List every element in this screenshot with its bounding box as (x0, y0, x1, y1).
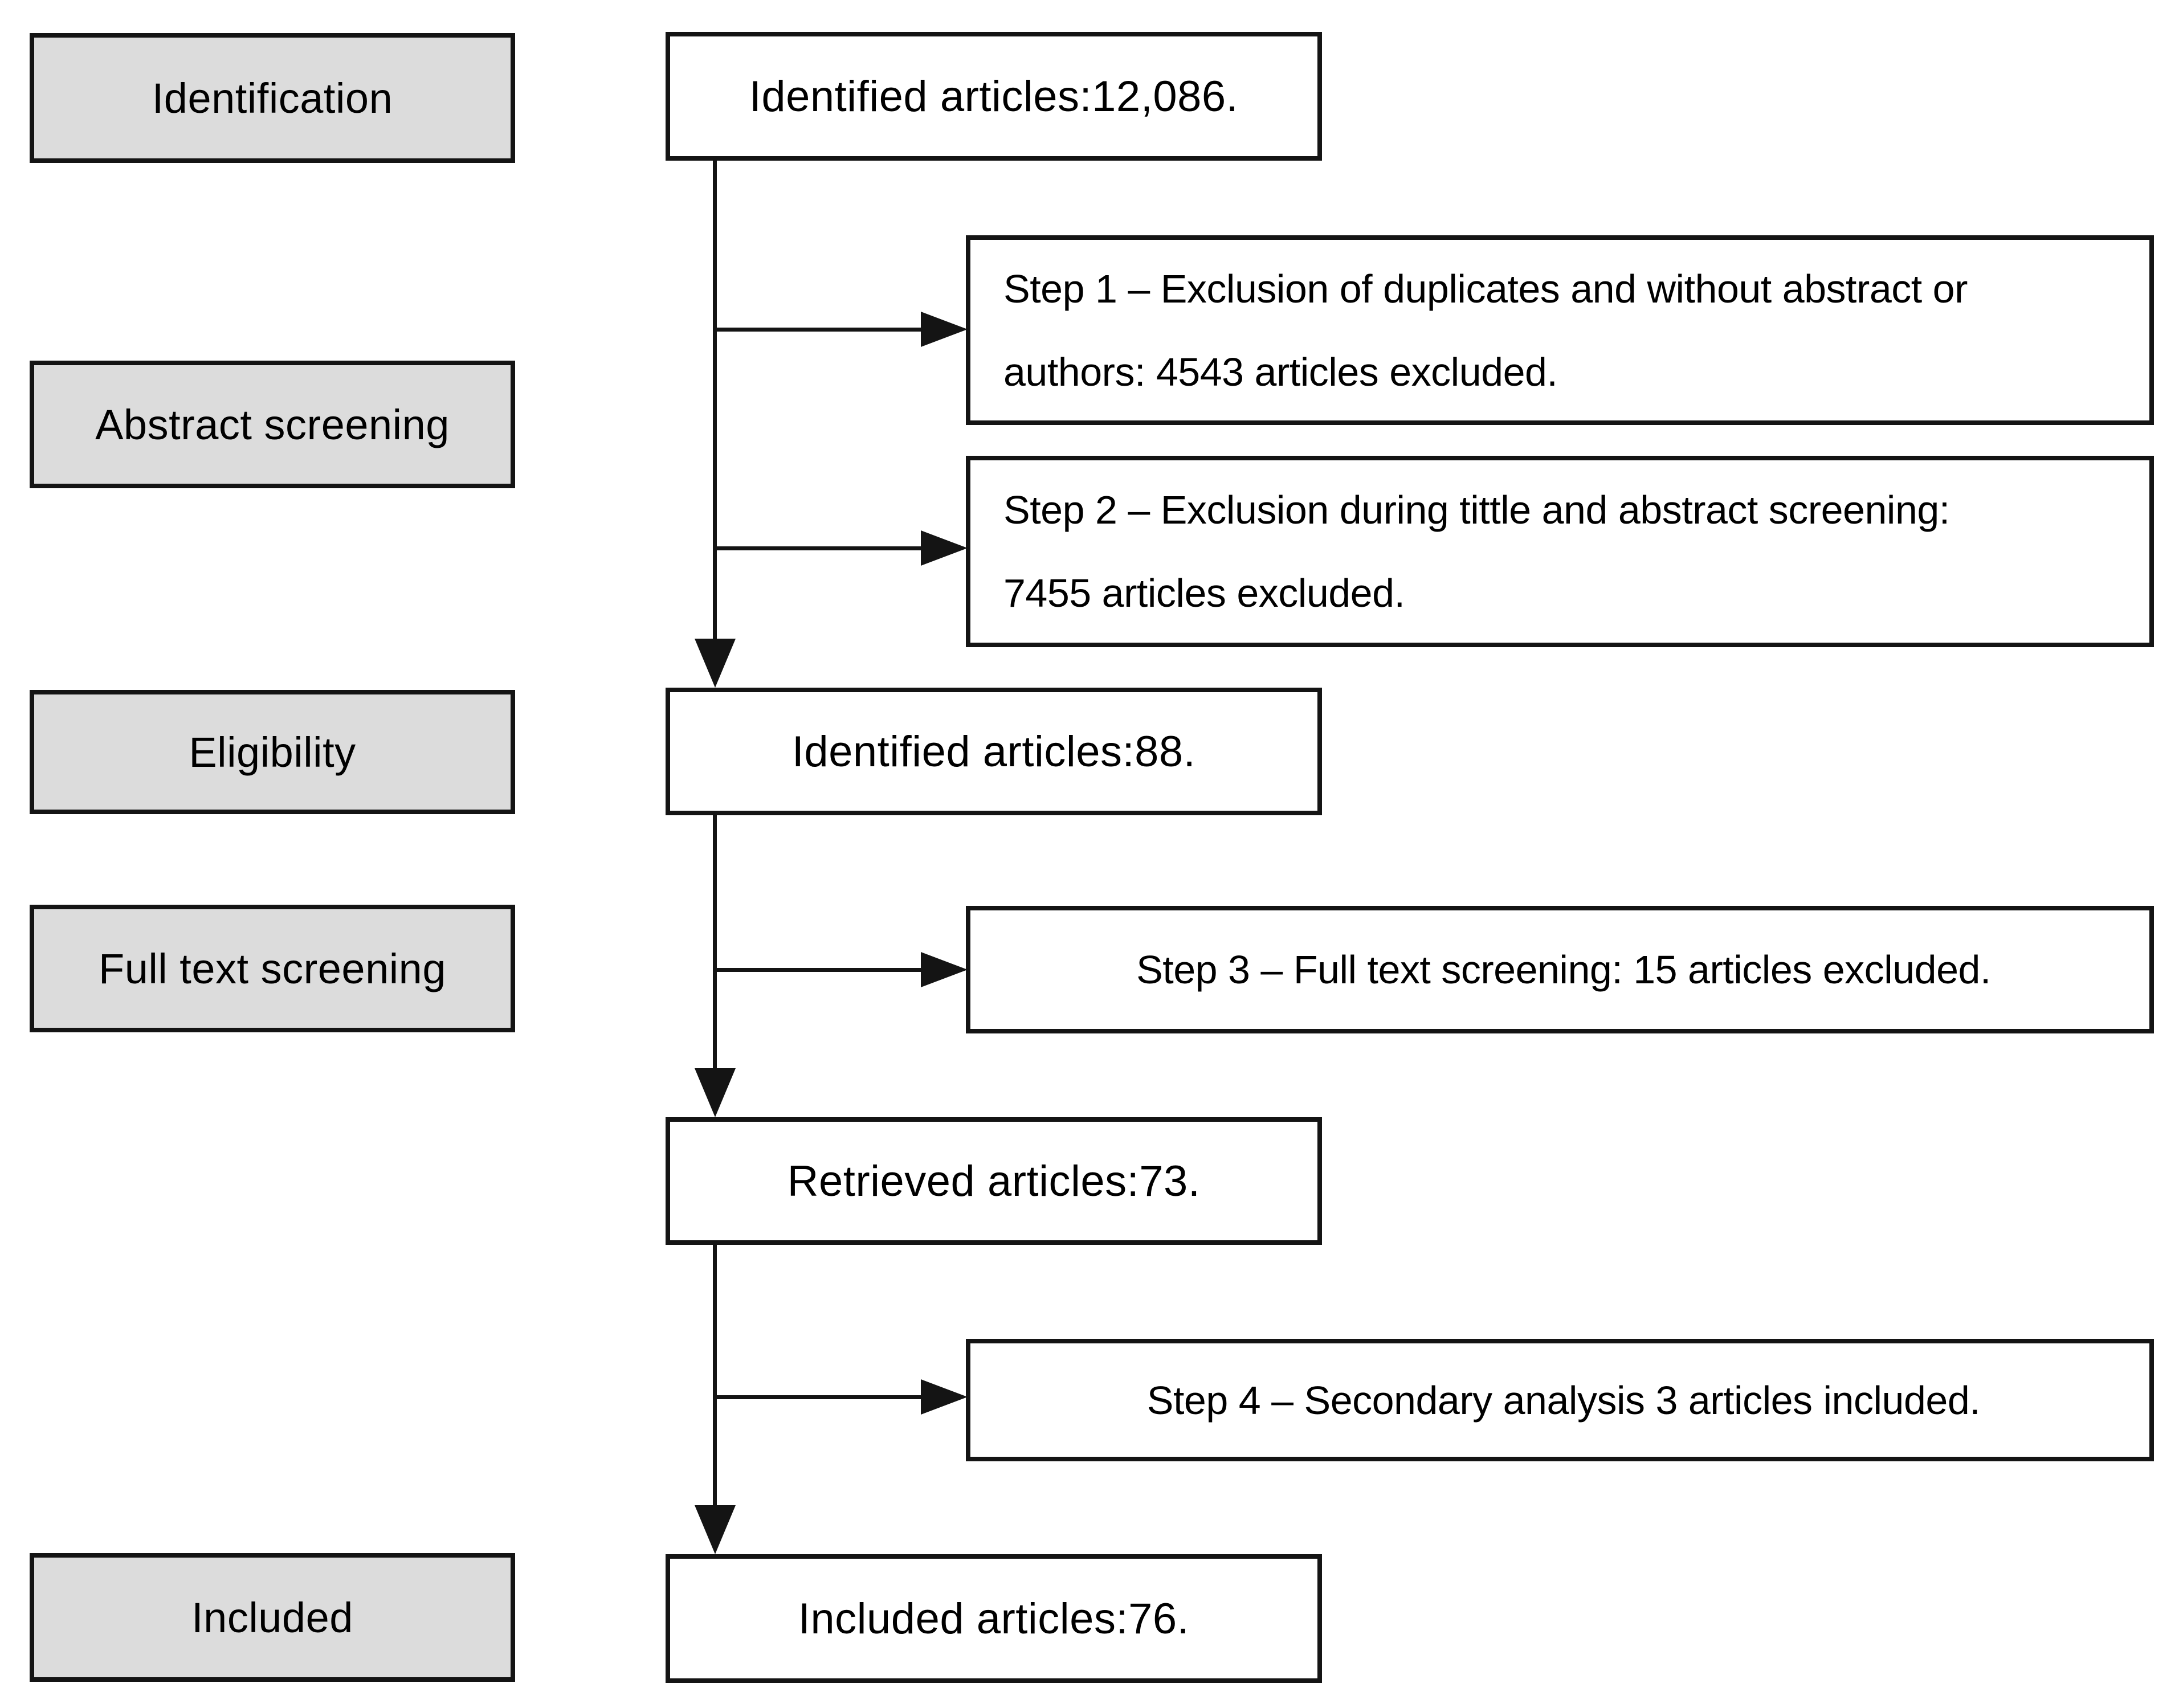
stage-box-included: Included (30, 1553, 515, 1682)
node-label: Identified articles:88. (791, 727, 1196, 776)
step-text: Step 2 – Exclusion during tittle and abs… (970, 468, 2149, 635)
step-line: authors: 4543 articles excluded. (1003, 349, 1558, 394)
arrow-right-head (921, 312, 968, 347)
step-line: Step 1 – Exclusion of duplicates and wit… (1003, 266, 1968, 311)
node-step-2-exclusion: Step 2 – Exclusion during tittle and abs… (966, 456, 2154, 647)
node-retrieved-articles-73: Retrieved articles:73. (666, 1117, 1322, 1245)
connector-line-to-step-1 (713, 328, 926, 332)
stage-label: Identification (152, 74, 393, 122)
stage-label: Full text screening (99, 945, 446, 992)
step-text: Step 3 – Full text screening: 15 article… (970, 928, 2149, 1011)
connector-line-88-to-73 (713, 815, 717, 1073)
step-line: 7455 articles excluded. (1003, 571, 1405, 615)
node-step-3-full-text: Step 3 – Full text screening: 15 article… (966, 906, 2154, 1033)
arrow-right-head (921, 1379, 968, 1415)
node-identified-articles-12086: Identified articles:12,086. (666, 32, 1322, 161)
arrow-down-head (695, 1068, 736, 1117)
node-identified-articles-88: Identified articles:88. (666, 688, 1322, 815)
node-step-1-exclusion: Step 1 – Exclusion of duplicates and wit… (966, 235, 2154, 425)
arrow-right-head (921, 530, 968, 566)
node-label: Included articles:76. (798, 1594, 1190, 1643)
connector-line-73-to-76 (713, 1245, 717, 1507)
connector-line-12086-to-88 (713, 160, 717, 641)
step-line: Step 4 – Secondary analysis 3 articles i… (1146, 1378, 1981, 1423)
stage-box-full-text-screening: Full text screening (30, 905, 515, 1032)
connector-line-to-step-3 (713, 968, 926, 972)
stage-label: Eligibility (189, 728, 356, 776)
arrow-down-head (695, 1505, 736, 1554)
node-label: Identified articles:12,086. (749, 72, 1239, 121)
stage-box-abstract-screening: Abstract screening (30, 361, 515, 488)
arrow-right-head (921, 952, 968, 987)
node-step-4-secondary-analysis: Step 4 – Secondary analysis 3 articles i… (966, 1339, 2154, 1461)
connector-line-to-step-4 (713, 1395, 926, 1399)
step-line: Step 2 – Exclusion during tittle and abs… (1003, 488, 1950, 532)
connector-line-to-step-2 (713, 546, 926, 550)
step-line: Step 4 – Secondary analysis 3 articles i… (970, 1359, 2149, 1442)
stage-box-identification: Identification (30, 33, 515, 163)
arrow-down-head (695, 639, 736, 688)
stage-box-eligibility: Eligibility (30, 690, 515, 814)
step-line: Step 3 – Full text screening: 15 article… (1136, 947, 1991, 992)
step-text: Step 1 – Exclusion of duplicates and wit… (970, 247, 2149, 414)
node-label: Retrieved articles:73. (787, 1157, 1201, 1206)
stage-label: Abstract screening (95, 401, 450, 448)
node-included-articles-76: Included articles:76. (666, 1554, 1322, 1683)
stage-label: Included (191, 1593, 353, 1641)
